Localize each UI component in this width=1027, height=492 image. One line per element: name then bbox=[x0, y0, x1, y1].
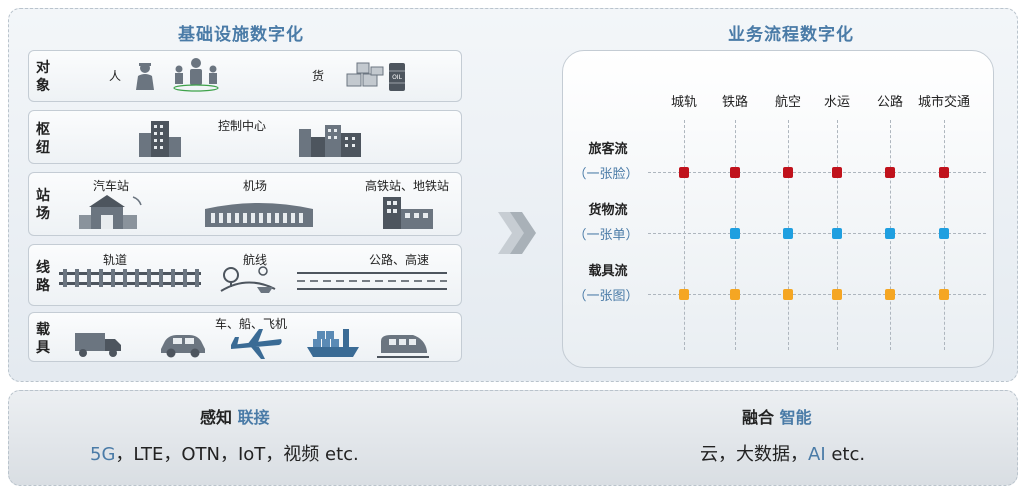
label-flight-route: 航线 bbox=[243, 253, 268, 267]
flow-subtitle: （一张图） bbox=[573, 289, 639, 304]
grid-column-line bbox=[684, 120, 685, 350]
infra-row-hubs: 枢纽 控制中心 bbox=[28, 110, 462, 164]
flow-marker bbox=[832, 228, 842, 239]
label-vehicles: 车、船、飞机 bbox=[215, 317, 288, 331]
label-airport: 机场 bbox=[243, 179, 268, 193]
fusion-intelligence-heading: 融合 智能 bbox=[742, 404, 812, 428]
infra-row-vehicles: 载具 车、船、飞机 bbox=[28, 312, 462, 362]
row-label-hubs: 枢纽 bbox=[36, 122, 50, 156]
bottom-panel bbox=[8, 390, 1018, 486]
grid-row-line bbox=[648, 233, 986, 234]
flow-marker bbox=[730, 167, 740, 178]
tech-rest: ，LTE，OTN，IoT，视频 etc. bbox=[115, 444, 359, 465]
flow-marker bbox=[783, 228, 793, 239]
car-icon bbox=[157, 329, 209, 359]
perception-connection-heading: 感知 联接 bbox=[200, 404, 270, 428]
truck-icon bbox=[73, 329, 123, 359]
flow-marker bbox=[783, 167, 793, 178]
transport-mode-header: 公路 bbox=[876, 95, 904, 110]
flow-subtitle: （一张单） bbox=[573, 228, 639, 243]
airport-terminal-icon bbox=[203, 197, 315, 229]
label-bus-station: 汽车站 bbox=[93, 179, 130, 193]
infra-row-objects: 对象 人 货 OIL bbox=[28, 50, 462, 102]
ship-icon bbox=[305, 325, 361, 359]
business-title: 业务流程数字化 bbox=[728, 25, 854, 45]
control-center-icon bbox=[297, 121, 363, 159]
flow-marker bbox=[885, 289, 895, 300]
transport-mode-header: 城市交通 bbox=[917, 95, 971, 110]
flow-marker bbox=[730, 289, 740, 300]
flow-marker bbox=[832, 289, 842, 300]
flight-route-icon bbox=[217, 265, 279, 295]
flow-marker bbox=[939, 167, 949, 178]
transport-mode-header: 航空 bbox=[774, 95, 802, 110]
tech-ai: AI bbox=[808, 444, 826, 465]
intelligence-tech-list: 云，大数据，AI etc. bbox=[700, 440, 865, 466]
label-control-center: 控制中心 bbox=[218, 119, 267, 133]
highway-lines-icon bbox=[297, 269, 447, 293]
perception-label: 感知 bbox=[200, 408, 233, 427]
officer-icon bbox=[133, 60, 157, 92]
row-label-objects: 对象 bbox=[36, 60, 50, 94]
flow-marker bbox=[832, 167, 842, 178]
grid-row-line bbox=[648, 172, 986, 173]
connectivity-tech-list: 5G，LTE，OTN，IoT，视频 etc. bbox=[90, 440, 359, 466]
flow-marker bbox=[939, 289, 949, 300]
label-track: 轨道 bbox=[103, 253, 128, 267]
transport-mode-header: 铁路 bbox=[721, 95, 749, 110]
railway-track-icon bbox=[59, 267, 201, 289]
tech-5g: 5G bbox=[90, 444, 116, 465]
tech-etc: etc. bbox=[825, 444, 866, 465]
flow-subtitle: （一张脸） bbox=[573, 167, 639, 182]
svg-text:OIL: OIL bbox=[392, 74, 402, 81]
bus-station-icon bbox=[77, 193, 147, 233]
label-highway: 公路、高速 bbox=[369, 253, 430, 267]
row-label-stations: 站场 bbox=[36, 188, 50, 222]
infra-row-routes: 线路 轨道 航线 公路、高速 bbox=[28, 244, 462, 306]
rail-station-icon bbox=[381, 195, 437, 231]
transport-mode-header: 城轨 bbox=[670, 95, 698, 110]
row-label-vehicles: 载具 bbox=[36, 322, 50, 356]
transport-mode-header: 水运 bbox=[823, 95, 851, 110]
flow-name: 货物流 bbox=[588, 203, 628, 218]
label-people: 人 bbox=[109, 69, 122, 83]
row-label-routes: 线路 bbox=[36, 260, 50, 294]
label-rail-metro-station: 高铁站、地铁站 bbox=[365, 179, 450, 193]
flow-name: 旅客流 bbox=[588, 142, 628, 157]
label-cargo: 货 bbox=[312, 69, 325, 83]
oil-barrel-icon: OIL bbox=[387, 61, 407, 93]
infra-row-stations: 站场 汽车站 机场 高铁站、地铁站 bbox=[28, 172, 462, 236]
office-building-icon bbox=[137, 119, 183, 159]
flow-marker bbox=[939, 228, 949, 239]
flow-marker bbox=[885, 228, 895, 239]
intelligence-label: 智能 bbox=[779, 408, 812, 427]
infra-title: 基础设施数字化 bbox=[178, 25, 304, 45]
flow-marker bbox=[679, 167, 689, 178]
crowd-icon bbox=[169, 57, 223, 93]
grid-row-line bbox=[648, 294, 986, 295]
flow-name: 载具流 bbox=[588, 264, 628, 279]
tech-cloud-bigdata: 云，大数据， bbox=[700, 444, 808, 465]
train-icon bbox=[377, 329, 429, 359]
flow-marker bbox=[885, 167, 895, 178]
flow-marker bbox=[783, 289, 793, 300]
flow-marker bbox=[730, 228, 740, 239]
airplane-icon bbox=[229, 327, 283, 361]
business-flow-panel bbox=[562, 50, 994, 368]
fusion-label: 融合 bbox=[742, 408, 775, 427]
connection-label: 联接 bbox=[237, 408, 270, 427]
flow-marker bbox=[679, 289, 689, 300]
cargo-boxes-icon bbox=[345, 61, 387, 93]
double-chevron-right-icon bbox=[496, 210, 538, 260]
